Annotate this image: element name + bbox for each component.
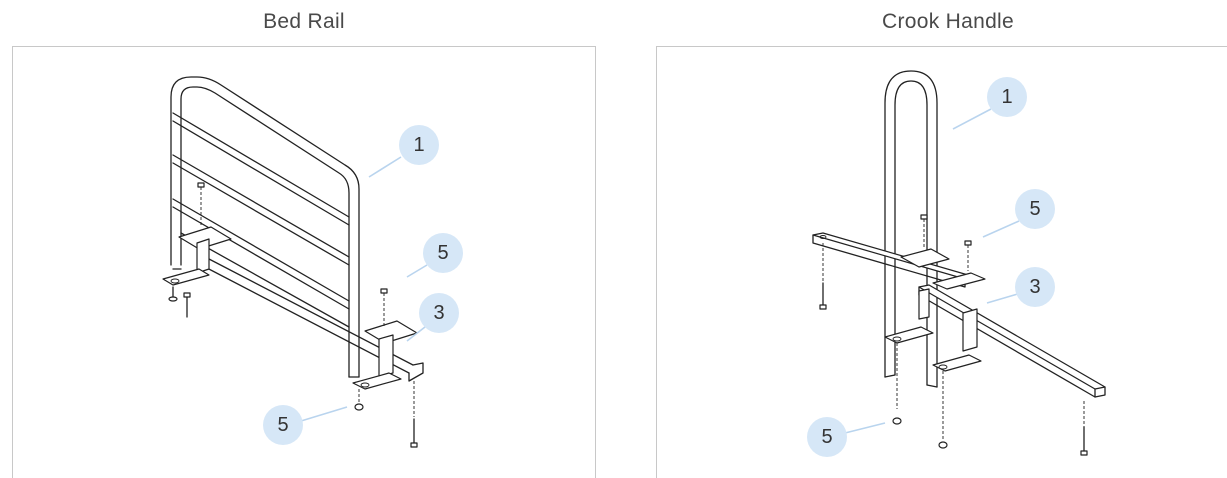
crook-handle-fasteners [819, 214, 1088, 456]
callout-label: 5 [277, 414, 288, 436]
callout-label: 5 [1029, 198, 1040, 220]
callout-label: 5 [821, 426, 832, 448]
bed-rail-frame [170, 76, 360, 378]
callout-label: 3 [433, 302, 444, 324]
crook-handle-loop [884, 70, 938, 388]
crook-handle-bracket-upper [884, 248, 986, 344]
bed-rail-diagram: 1 5 3 5 [162, 76, 463, 448]
callout-5-upper: 5 [406, 233, 463, 278]
crook-handle-diagram-frame: 1 5 3 5 [656, 46, 1227, 478]
callout-label: 3 [1029, 276, 1040, 298]
callout-5-lower: 5 [263, 405, 348, 445]
crook-handle-panel: Crook Handle [656, 0, 1227, 478]
bed-rail-left-bracket [162, 226, 232, 286]
crook-handle-bracket-lower [932, 308, 982, 372]
callout-5-upper: 5 [982, 189, 1055, 238]
crook-handle-front-tube [918, 284, 1106, 398]
panel-title-crook-handle: Crook Handle [882, 10, 1014, 33]
bed-rail-fasteners [168, 182, 418, 448]
crook-handle-diagram: 1 5 3 5 [807, 70, 1106, 457]
panel-title-bed-rail: Bed Rail [263, 10, 345, 33]
bed-rail-right-bracket [352, 320, 418, 390]
callout-1: 1 [952, 77, 1027, 130]
callout-label: 1 [1001, 86, 1012, 108]
callout-3: 3 [406, 293, 459, 342]
bed-rail-diagram-frame: 1 5 3 5 [12, 46, 596, 478]
callout-label: 1 [413, 134, 424, 156]
callout-3: 3 [986, 267, 1055, 307]
callout-1: 1 [368, 125, 439, 178]
callout-label: 5 [437, 242, 448, 264]
callout-5-lower: 5 [807, 417, 886, 457]
bed-rail-panel: Bed Rail [12, 0, 596, 478]
